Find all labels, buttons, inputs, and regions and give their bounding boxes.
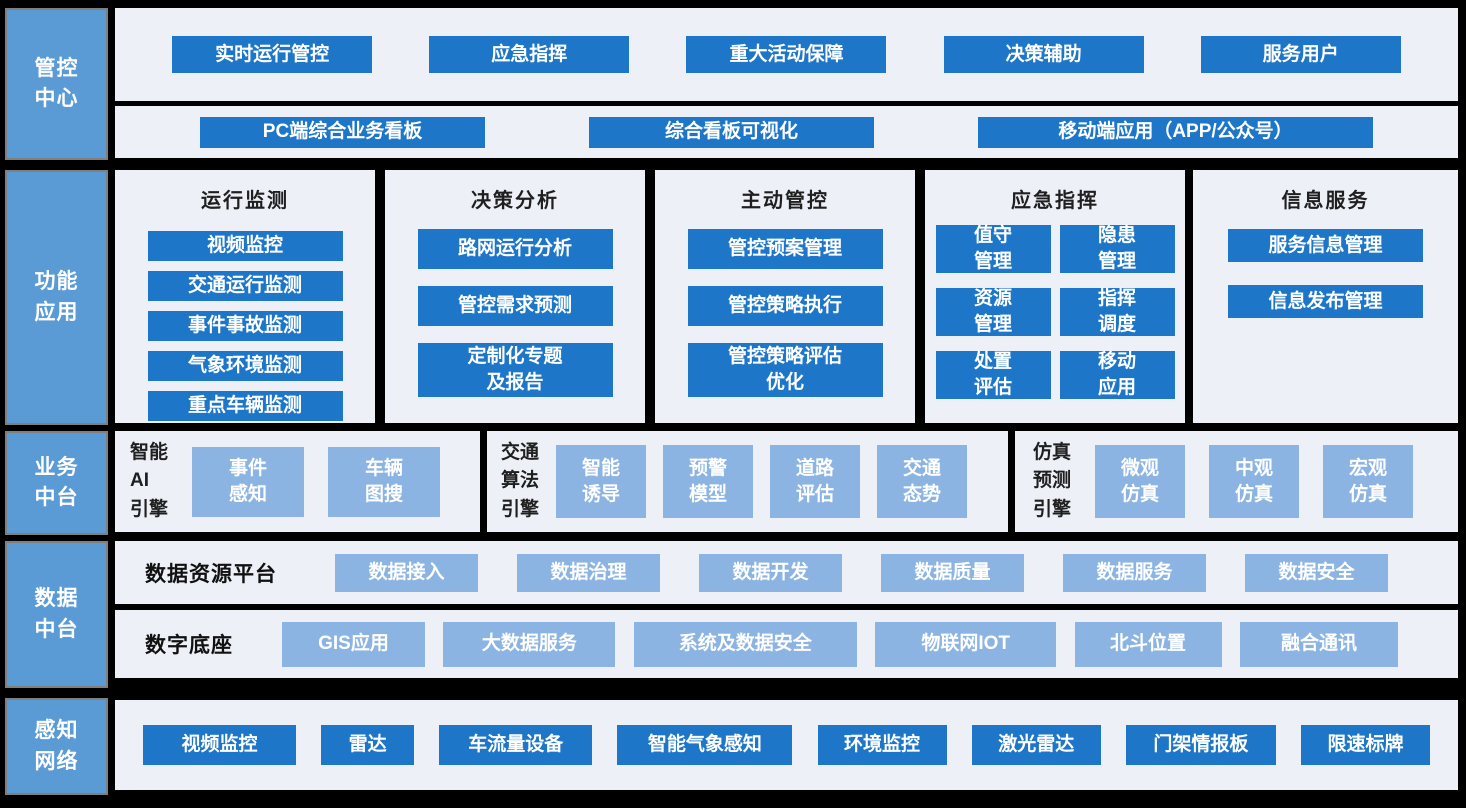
button-service-users[interactable]: 服务用户 — [1200, 36, 1401, 73]
button-road-network-analysis[interactable]: 路网运行分析 — [417, 229, 613, 269]
business-panel-simulation-engine: 仿真 预测 引擎 微观 仿真 中观 仿真 宏观 仿真 — [1015, 431, 1458, 532]
button-traffic-situation[interactable]: 交通 态势 — [877, 445, 968, 518]
button-control-strategy-execution[interactable]: 管控策略执行 — [687, 286, 883, 326]
button-mobile-app[interactable]: 移动端应用（APP/公众号） — [978, 116, 1373, 148]
button-info-publish-management[interactable]: 信息发布管理 — [1228, 285, 1423, 318]
button-meso-simulation[interactable]: 中观 仿真 — [1209, 445, 1300, 518]
button-lidar[interactable]: 激光雷达 — [971, 725, 1101, 765]
button-gis-application[interactable]: GIS应用 — [282, 621, 425, 667]
data-row-title: 数字底座 — [145, 634, 233, 657]
data-panel-resource-platform: 数据资源平台 数据接入 数据治理 数据开发 数据质量 数据服务 数据安全 — [115, 541, 1458, 604]
button-data-service[interactable]: 数据服务 — [1063, 553, 1206, 592]
button-disposal-evaluation[interactable]: 处置 评估 — [935, 351, 1051, 399]
engine-label-simulation-forecast: 仿真 预测 引擎 — [1033, 441, 1072, 520]
button-strategy-evaluation-optimization[interactable]: 管控策略评估 优化 — [687, 343, 883, 397]
button-custom-reports[interactable]: 定制化专题 及报告 — [417, 343, 613, 397]
engine-label-ai: 智能 AI 引擎 — [130, 441, 169, 520]
button-key-vehicle-monitoring[interactable]: 重点车辆监测 — [147, 391, 343, 421]
button-traffic-operation-monitoring[interactable]: 交通运行监测 — [147, 271, 343, 301]
button-environment-monitoring[interactable]: 环境监控 — [817, 725, 947, 765]
column-title: 决策分析 — [471, 190, 559, 212]
button-mobile-application[interactable]: 移动 应用 — [1059, 351, 1175, 399]
button-video-surveillance[interactable]: 视频监控 — [143, 725, 296, 765]
button-decision-assist[interactable]: 决策辅助 — [943, 36, 1144, 73]
button-macro-simulation[interactable]: 宏观 仿真 — [1323, 445, 1414, 518]
button-realtime-operation-control[interactable]: 实时运行管控 — [172, 36, 373, 73]
button-dashboard-visualization[interactable]: 综合看板可视化 — [589, 116, 874, 148]
button-data-quality[interactable]: 数据质量 — [881, 553, 1024, 592]
button-iot[interactable]: 物联网IOT — [875, 621, 1057, 667]
button-service-info-management[interactable]: 服务信息管理 — [1228, 229, 1423, 262]
function-column-active-control: 主动管控 管控预案管理 管控策略执行 管控策略评估 优化 — [655, 170, 915, 423]
button-data-development[interactable]: 数据开发 — [699, 553, 842, 592]
button-radar[interactable]: 雷达 — [321, 725, 415, 765]
control-center-panel-top: 实时运行管控 应急指挥 重大活动保障 决策辅助 服务用户 — [115, 8, 1458, 101]
column-title: 运行监测 — [201, 190, 289, 212]
button-big-data-service[interactable]: 大数据服务 — [443, 621, 616, 667]
button-video-monitoring[interactable]: 视频监控 — [147, 231, 343, 261]
button-pc-dashboard[interactable]: PC端综合业务看板 — [200, 116, 485, 148]
business-panel-traffic-algorithm-engine: 交通 算法 引擎 智能 诱导 预警 模型 道路 评估 交通 态势 — [487, 431, 1008, 532]
layer-label-function-apps: 功能 应用 — [5, 170, 108, 425]
button-event-perception[interactable]: 事件 感知 — [192, 446, 305, 517]
button-road-evaluation[interactable]: 道路 评估 — [770, 445, 861, 518]
button-emergency-command[interactable]: 应急指挥 — [429, 36, 630, 73]
button-data-access[interactable]: 数据接入 — [335, 553, 478, 592]
button-beidou-positioning[interactable]: 北斗位置 — [1074, 621, 1222, 667]
button-data-security[interactable]: 数据安全 — [1245, 553, 1388, 592]
button-smart-weather-sensing[interactable]: 智能气象感知 — [617, 725, 793, 765]
button-major-event-support[interactable]: 重大活动保障 — [686, 36, 887, 73]
button-warning-model[interactable]: 预警 模型 — [663, 445, 754, 518]
button-incident-monitoring[interactable]: 事件事故监测 — [147, 311, 343, 341]
button-data-governance[interactable]: 数据治理 — [517, 553, 660, 592]
button-vehicle-image-search[interactable]: 车辆 图搜 — [328, 446, 441, 517]
button-command-dispatch[interactable]: 指挥 调度 — [1059, 288, 1175, 336]
layer-label-perception-network: 感知 网络 — [5, 698, 108, 795]
layer-label-control-center: 管控 中心 — [5, 8, 108, 160]
perception-network-panel: 视频监控 雷达 车流量设备 智能气象感知 环境监控 激光雷达 门架情报板 限速标… — [115, 700, 1458, 790]
function-column-information-service: 信息服务 服务信息管理 信息发布管理 — [1193, 170, 1458, 423]
engine-label-traffic-algorithm: 交通 算法 引擎 — [501, 441, 540, 520]
function-column-decision-analysis: 决策分析 路网运行分析 管控需求预测 定制化专题 及报告 — [385, 170, 645, 423]
business-panel-ai-engine: 智能 AI 引擎 事件 感知 车辆 图搜 — [115, 431, 480, 532]
button-resource-management[interactable]: 资源 管理 — [935, 288, 1051, 336]
button-system-data-security[interactable]: 系统及数据安全 — [633, 621, 857, 667]
data-panel-digital-base: 数字底座 GIS应用 大数据服务 系统及数据安全 物联网IOT 北斗位置 融合通… — [115, 610, 1458, 678]
button-duty-management[interactable]: 值守 管理 — [935, 225, 1051, 273]
button-speed-limit-sign[interactable]: 限速标牌 — [1300, 725, 1430, 765]
column-title: 主动管控 — [741, 190, 829, 212]
button-converged-communication[interactable]: 融合通讯 — [1239, 621, 1398, 667]
function-column-operation-monitoring: 运行监测 视频监控 交通运行监测 事件事故监测 气象环境监测 重点车辆监测 — [115, 170, 375, 423]
button-hazard-management[interactable]: 隐患 管理 — [1059, 225, 1175, 273]
button-traffic-flow-device[interactable]: 车流量设备 — [439, 725, 593, 765]
button-smart-guidance[interactable]: 智能 诱导 — [556, 445, 647, 518]
button-control-plan-management[interactable]: 管控预案管理 — [687, 229, 883, 269]
button-control-demand-forecast[interactable]: 管控需求预测 — [417, 286, 613, 326]
function-column-emergency-command: 应急指挥 值守 管理 隐患 管理 资源 管理 指挥 调度 处置 评估 移动 应用 — [925, 170, 1185, 423]
button-micro-simulation[interactable]: 微观 仿真 — [1095, 445, 1186, 518]
data-row-title: 数据资源平台 — [145, 562, 277, 586]
column-title: 信息服务 — [1281, 190, 1370, 212]
layer-label-data-platform: 数据 中台 — [5, 541, 108, 688]
control-center-panel-bottom: PC端综合业务看板 综合看板可视化 移动端应用（APP/公众号） — [115, 106, 1458, 158]
button-weather-env-monitoring[interactable]: 气象环境监测 — [147, 351, 343, 381]
layer-label-business-platform: 业务 中台 — [5, 431, 108, 535]
button-gantry-info-board[interactable]: 门架情报板 — [1125, 725, 1276, 765]
column-title: 应急指挥 — [1011, 190, 1099, 212]
